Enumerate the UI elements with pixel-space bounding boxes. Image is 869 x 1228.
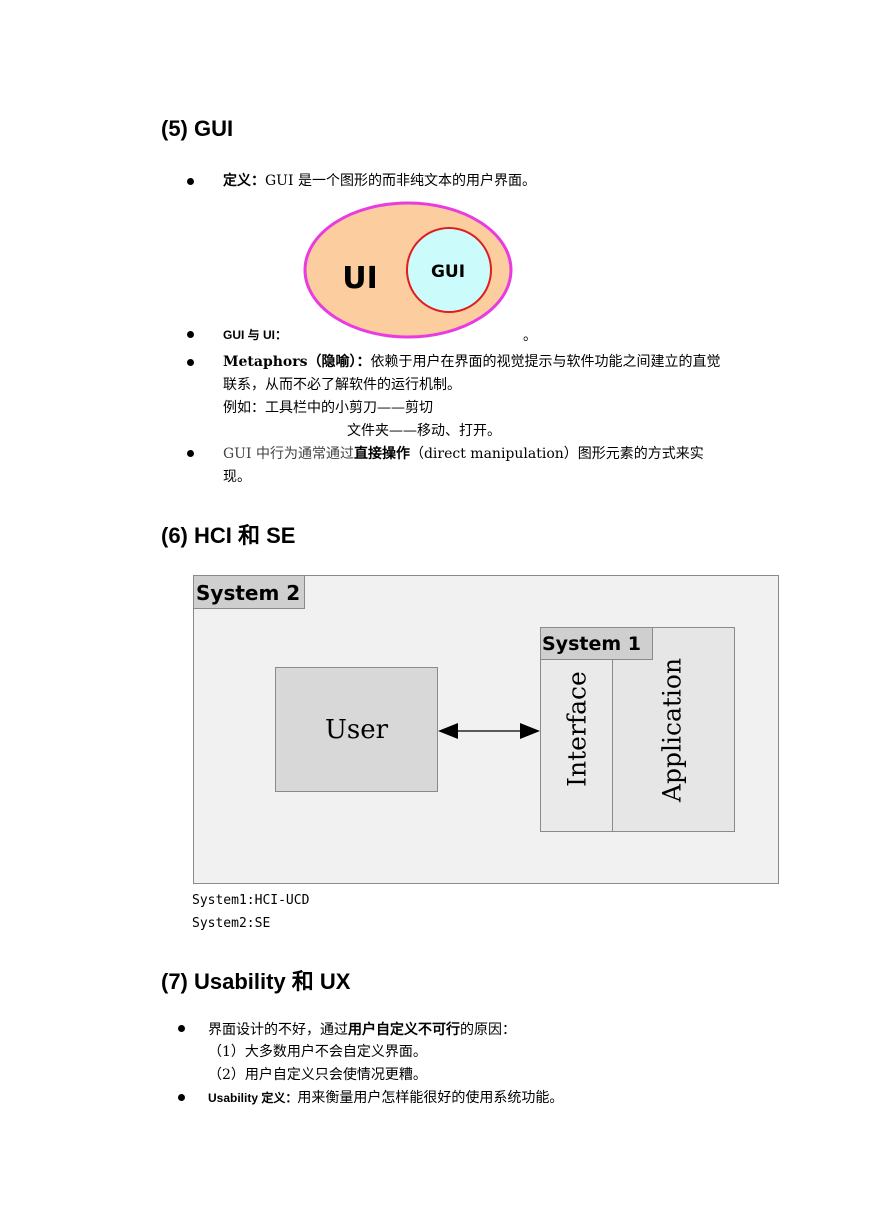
customization-reason-2: （2）用户自定义只会使情况更糟。 <box>208 1067 427 1083</box>
metaphors-example-1: 例如：工具栏中的小剪刀——剪切 <box>223 400 433 416</box>
ui-gui-venn-diagram: UI GUI <box>303 201 513 339</box>
direct-manipulation-continued: 现。 <box>223 469 251 485</box>
interface-label: Interface <box>562 671 592 787</box>
gui-vs-ui-end: 。 <box>523 328 537 344</box>
gui-vs-ui-label: GUI 与 UI： <box>223 328 288 342</box>
user-box: User <box>275 667 438 792</box>
metaphors-continued: 联系，从而不必了解软件的运行机制。 <box>223 377 461 393</box>
ui-label: UI <box>342 261 378 296</box>
bullet <box>187 450 194 457</box>
bullet <box>187 331 194 338</box>
section-6-heading: (6) HCI 和 SE <box>161 523 296 548</box>
bidirectional-arrow-icon <box>438 723 540 739</box>
application-label: Application <box>657 657 687 803</box>
metaphors-line: Metaphors（隐喻）：依赖于用户在界面的视觉提示与软件功能之间建立的直觉 <box>223 354 721 370</box>
bullet <box>178 1025 185 1032</box>
metaphors-example-2: 文件夹——移动、打开。 <box>347 423 501 439</box>
system-1-label: System 1 <box>540 627 653 660</box>
usability-definition: Usability 定义：用来衡量用户怎样能很好的使用系统功能。 <box>208 1090 564 1106</box>
section-7-heading: (7) Usability 和 UX <box>161 969 351 994</box>
bullet <box>187 359 194 366</box>
bullet <box>187 178 194 185</box>
gui-definition: 定义：GUI 是一个图形的而非纯文本的用户界面。 <box>223 173 536 189</box>
system1-note: System1:HCI-UCD <box>192 893 310 908</box>
bullet <box>178 1094 185 1101</box>
section-5-heading: (5) GUI <box>161 116 234 141</box>
gui-circle <box>406 227 492 313</box>
system-2-label: System 2 <box>193 575 305 609</box>
customization-reason-1: （1）大多数用户不会自定义界面。 <box>208 1044 427 1060</box>
system2-note: System2:SE <box>192 916 271 931</box>
direct-manipulation-line: GUI 中行为通常通过直接操作（direct manipulation）图形元素… <box>223 446 704 462</box>
gui-label: GUI <box>431 262 465 282</box>
interface-box <box>540 659 613 832</box>
customization-line: 界面设计的不好，通过用户自定义不可行的原因： <box>208 1021 516 1038</box>
